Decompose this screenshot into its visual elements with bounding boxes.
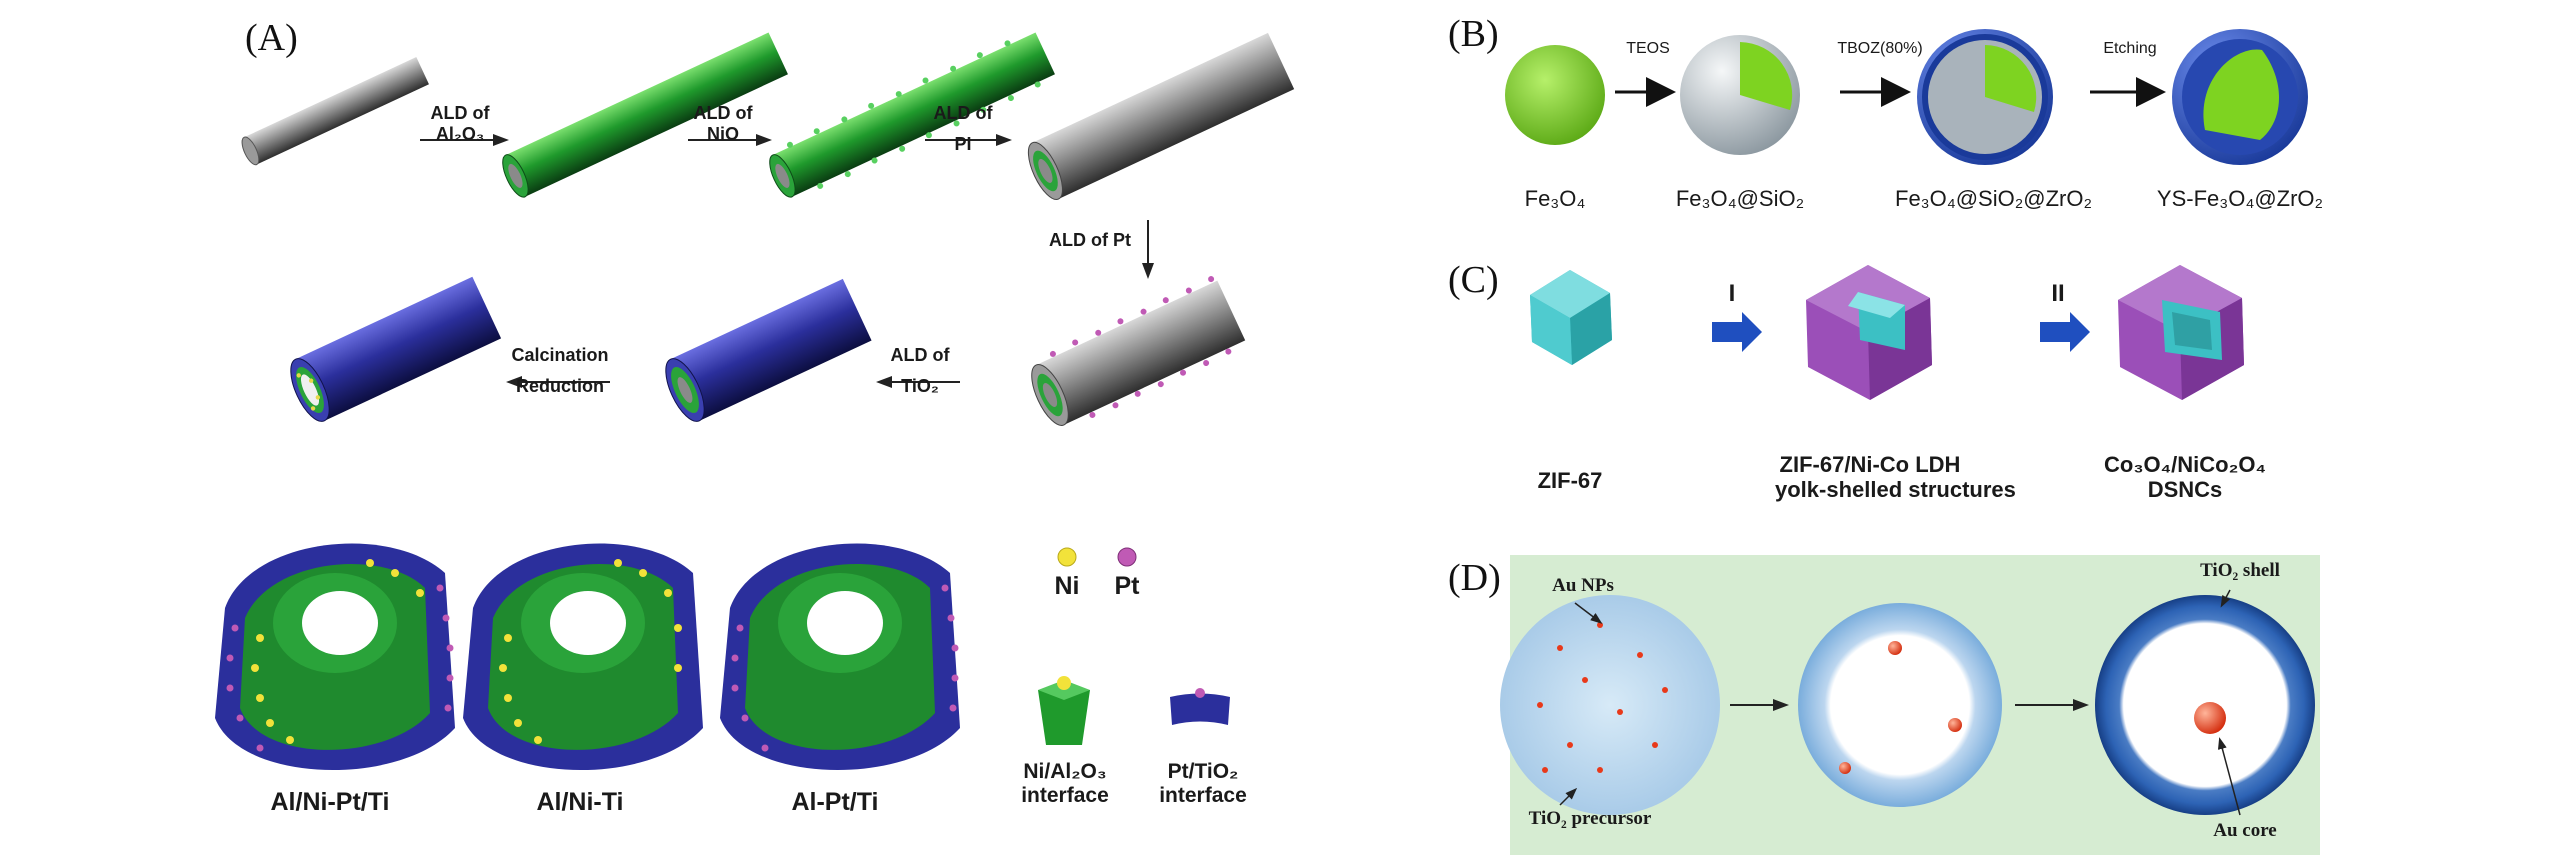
au-core-pointer: [2217, 737, 2241, 816]
rod-5-gray-pt: [1031, 276, 1246, 426]
rod-6-blue: [665, 278, 872, 422]
tube-al-pt-ti: [720, 543, 960, 771]
sample-label-3: Al-Pt/Ti: [791, 788, 879, 816]
fe3o4-sphere: [1505, 45, 1605, 145]
step-c-ii: II: [2051, 280, 2065, 307]
tube-al-ni-pt-ti: [215, 543, 455, 771]
step-ald-pt: ALD of Pt: [1049, 230, 1131, 250]
hollow-intermediate-sphere: [1798, 603, 2002, 807]
au-nps-pointer: [1574, 602, 1603, 624]
name-fe3o4-sio2: Fe₃O₄@SiO₂: [1675, 186, 1805, 211]
step-b-tboz: TBOZ(80%): [1837, 40, 1923, 57]
panel-a-label: (A): [245, 17, 298, 59]
zif-67-polyhedron: [1530, 270, 1612, 365]
arrow-c1: [1712, 312, 1762, 352]
arrow-c2: [2040, 312, 2090, 352]
legend-ni-label: Ni: [1054, 572, 1080, 600]
name-fe3o4-sio2-zro2: Fe₃O₄@SiO₂@ZrO₂: [1895, 186, 2093, 211]
legend-pt-label: Pt: [1114, 572, 1140, 600]
fe3o4-sio2-zro2-sphere: [1917, 29, 2053, 165]
panel-c-label: (C): [1448, 259, 1499, 301]
fe3o4-sio2-sphere: [1680, 35, 1800, 155]
sample-label-1: Al/Ni-Pt/Ti: [270, 788, 390, 816]
panel-b-label: (B): [1448, 13, 1499, 55]
rod-3-green-dotted: [769, 32, 1055, 198]
ni-interface-icon: [1038, 676, 1090, 745]
rod-7-blue-hollow: [290, 276, 502, 422]
sample-label-2: Al/Ni-Ti: [536, 788, 624, 816]
label-tio2-shell: TiO₂ shell: [2200, 560, 2280, 581]
pt-interface-icon: [1170, 688, 1230, 725]
tio2-precursor-sphere: [1500, 595, 1720, 815]
name-fe3o4: Fe₃O₄: [1524, 186, 1586, 211]
tube-al-ni-ti: [463, 543, 703, 771]
step-c-i: I: [1728, 280, 1736, 307]
co3o4-nico2o4-dsncs-polyhedron: [2118, 265, 2244, 400]
zif-67-ni-co-ldh-polyhedron: [1806, 265, 1932, 400]
tio2-shell-pointer: [2220, 589, 2231, 608]
name-ys-fe3o4-zro2: YS-Fe₃O₄@ZrO₂: [2156, 186, 2324, 211]
tio2-precursor-pointer: [1559, 787, 1578, 806]
panel-d-label: (D): [1448, 557, 1501, 599]
rod-1-gray: [241, 57, 429, 166]
label-tio2-precursor: TiO₂ precursor: [1528, 808, 1652, 829]
label-au-core: Au core: [2213, 820, 2277, 841]
rod-4-gray-pi: [1027, 32, 1295, 200]
step-b-etching: Etching: [2103, 40, 2157, 57]
ys-fe3o4-zro2-sphere: [2172, 29, 2308, 165]
label-au-nps: Au NPs: [1552, 575, 1614, 596]
name-zif-67: ZIF-67: [1537, 468, 1603, 493]
step-b-teos: TEOS: [1626, 40, 1670, 57]
pt-dot-icon: [1117, 547, 1137, 567]
ni-dot-icon: [1057, 547, 1077, 567]
rod-2-green: [502, 32, 788, 198]
tio2-shell-au-core-sphere: [2095, 595, 2315, 815]
